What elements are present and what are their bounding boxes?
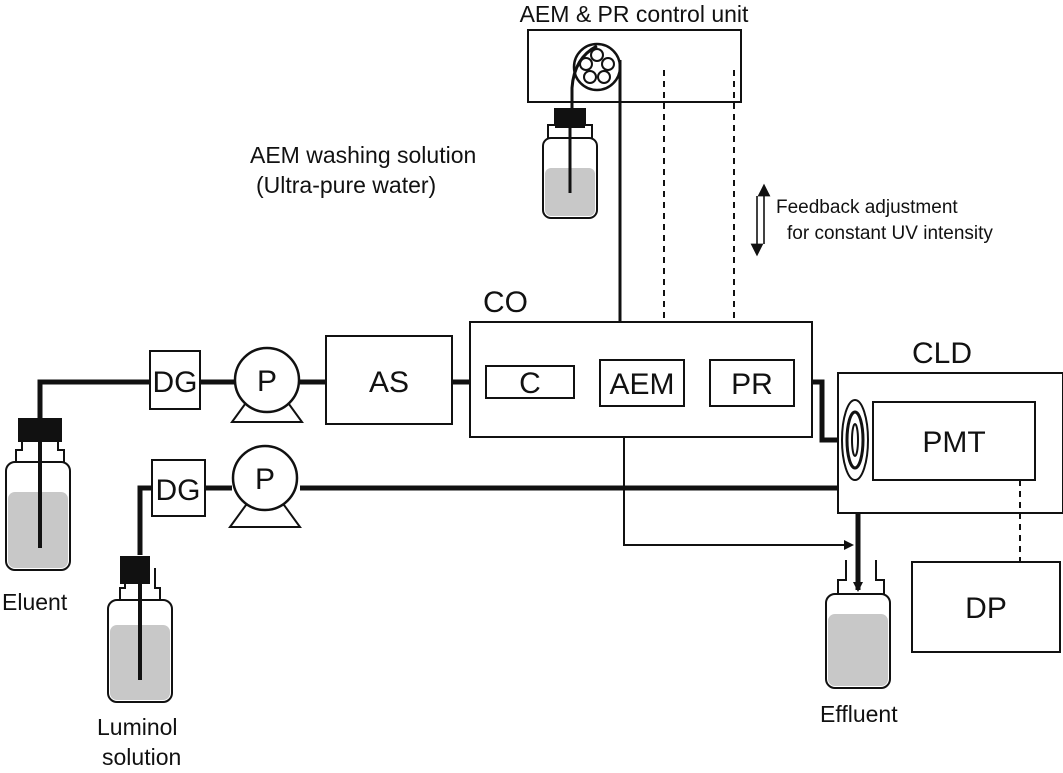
data-processor-label: DP <box>965 592 1007 625</box>
column-box <box>485 365 575 399</box>
feedback-label-1: Feedback adjustment <box>776 197 958 218</box>
pmt-box <box>872 401 1036 481</box>
feedback-label-2: for constant UV intensity <box>787 223 993 244</box>
degasser-eluent-box <box>149 350 201 410</box>
degasser-luminol-box <box>151 459 206 517</box>
control-unit: AEM & PR control unit <box>520 1 749 103</box>
autosampler-box <box>325 335 453 425</box>
washing-solution-label-2: (Ultra-pure water) <box>256 172 436 198</box>
luminol-bottle <box>107 556 173 703</box>
flow-cell-coil-icon <box>841 399 869 481</box>
aem-box <box>599 359 685 407</box>
column-label: C <box>519 367 541 400</box>
pr-label: PR <box>731 368 773 401</box>
pump-luminol: P <box>228 444 302 528</box>
peristaltic-pump-icon <box>572 42 622 92</box>
cld-label: CLD <box>912 337 972 370</box>
pr-box <box>709 359 795 407</box>
washing-solution-label-1: AEM washing solution <box>250 142 476 168</box>
autosampler-label: AS <box>369 366 409 399</box>
luminol-label-2: solution <box>102 744 181 770</box>
column-oven-label: CO <box>483 286 528 319</box>
effluent-bottle <box>825 560 891 689</box>
effluent-label: Effluent <box>820 701 898 727</box>
control-unit-box <box>527 29 742 103</box>
pump-eluent-label: P <box>257 365 277 398</box>
bottle-cap-icon <box>555 108 585 128</box>
degasser-luminol-label: DG <box>156 474 201 507</box>
eluent-label: Eluent <box>2 589 68 615</box>
aem-label: AEM <box>609 368 674 401</box>
control-unit-label: AEM & PR control unit <box>520 1 749 27</box>
pump-luminol-label: P <box>255 463 275 496</box>
pump-eluent: P <box>230 346 304 423</box>
eluent-bottle <box>5 418 71 571</box>
data-processor-box <box>911 561 1061 653</box>
chemiluminescence-detector: CLD PMT <box>837 337 1063 514</box>
luminol-label-1: Luminol <box>97 714 178 740</box>
bottle-cap-icon <box>18 418 62 442</box>
washing-solution-bottle <box>542 108 598 219</box>
feedback-arrows-icon <box>750 183 771 257</box>
pmt-label: PMT <box>922 426 985 459</box>
bottle-cap-icon <box>120 556 150 584</box>
degasser-eluent-label: DG <box>153 366 198 399</box>
